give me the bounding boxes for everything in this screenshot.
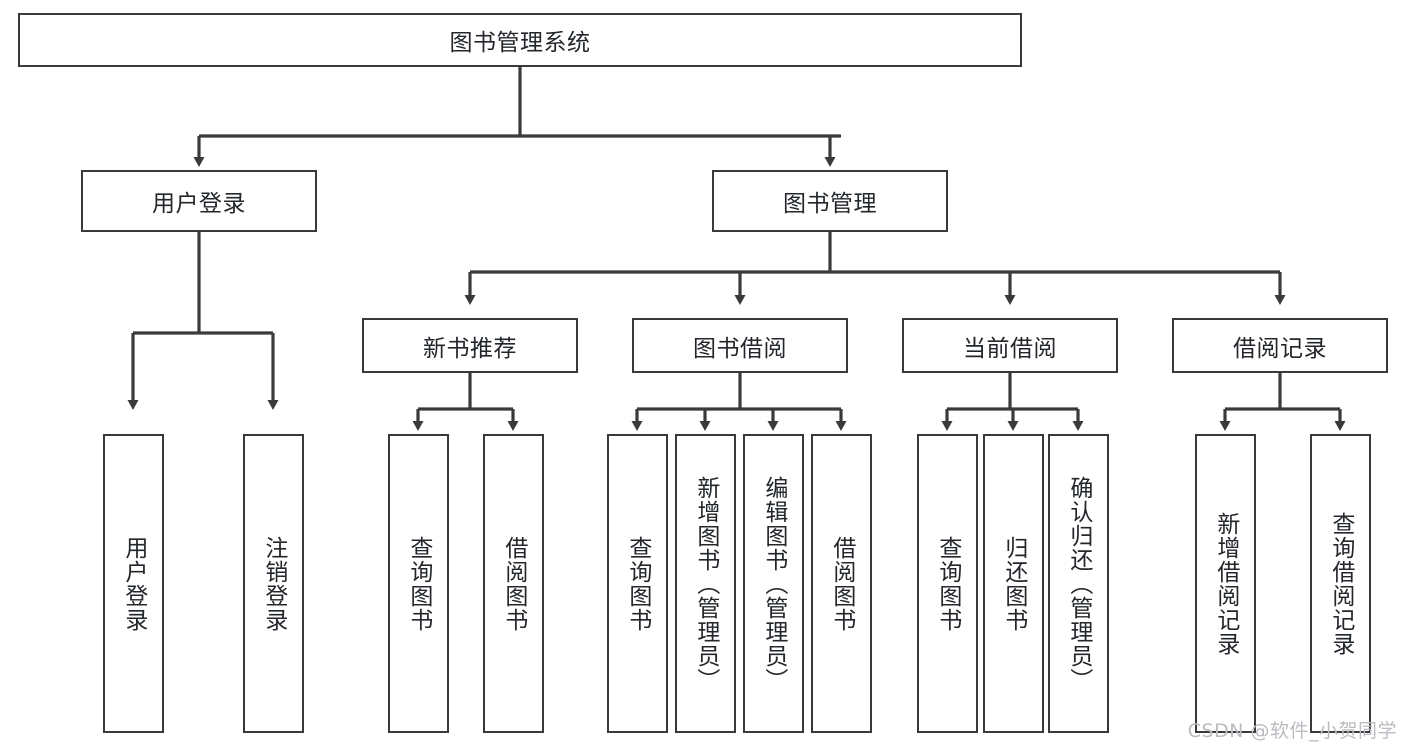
leaf-query-book-1-label: 查询图书	[405, 535, 432, 632]
node-current-borrow[interactable]: 当前借阅	[902, 318, 1118, 373]
node-current-borrow-label: 当前借阅	[963, 335, 1057, 362]
node-borrow-record[interactable]: 借阅记录	[1172, 318, 1388, 373]
leaf-borrow-book-1[interactable]: 借阅图书	[483, 434, 544, 733]
leaf-add-record-label: 新增借阅记录	[1212, 511, 1239, 656]
leaf-borrow-book-2-label: 借阅图书	[828, 535, 855, 632]
leaf-user-login-label: 用户登录	[120, 535, 147, 632]
leaf-borrow-book-2[interactable]: 借阅图书	[811, 434, 872, 733]
node-new-book-recommend[interactable]: 新书推荐	[362, 318, 578, 373]
leaf-return-book-label: 归还图书	[1000, 535, 1027, 632]
leaf-query-book-3-label: 查询图书	[934, 535, 961, 632]
watermark: CSDN @软件_小贺同学	[1187, 720, 1397, 742]
leaf-confirm-return-label: 确认归还（管理员）	[1065, 475, 1092, 692]
leaf-logout-login-label: 注销登录	[260, 535, 287, 632]
leaf-query-book-2[interactable]: 查询图书	[607, 434, 668, 733]
leaf-query-record[interactable]: 查询借阅记录	[1310, 434, 1371, 733]
leaf-query-record-label: 查询借阅记录	[1327, 511, 1354, 656]
leaf-add-record[interactable]: 新增借阅记录	[1195, 434, 1256, 733]
node-root-label: 图书管理系统	[449, 30, 591, 56]
leaf-edit-book-label: 编辑图书（管理员）	[760, 475, 787, 692]
leaf-borrow-book-1-label: 借阅图书	[500, 535, 527, 632]
node-root[interactable]: 图书管理系统	[18, 13, 1022, 67]
node-book-borrow[interactable]: 图书借阅	[632, 318, 848, 373]
node-book-management[interactable]: 图书管理	[712, 170, 948, 232]
node-borrow-record-label: 借阅记录	[1233, 335, 1327, 362]
leaf-add-book[interactable]: 新增图书（管理员）	[675, 434, 736, 733]
leaf-logout-login[interactable]: 注销登录	[243, 434, 304, 733]
leaf-add-book-label: 新增图书（管理员）	[692, 475, 719, 692]
node-book-borrow-label: 图书借阅	[693, 335, 787, 362]
node-new-book-recommend-label: 新书推荐	[423, 335, 517, 362]
node-book-management-label: 图书管理	[783, 191, 877, 217]
leaf-return-book[interactable]: 归还图书	[983, 434, 1044, 733]
node-user-login-label: 用户登录	[152, 191, 246, 217]
leaf-query-book-2-label: 查询图书	[624, 535, 651, 632]
node-user-login[interactable]: 用户登录	[81, 170, 317, 232]
leaf-edit-book[interactable]: 编辑图书（管理员）	[743, 434, 804, 733]
leaf-query-book-1[interactable]: 查询图书	[388, 434, 449, 733]
leaf-confirm-return[interactable]: 确认归还（管理员）	[1048, 434, 1109, 733]
leaf-query-book-3[interactable]: 查询图书	[917, 434, 978, 733]
leaf-user-login[interactable]: 用户登录	[103, 434, 164, 733]
